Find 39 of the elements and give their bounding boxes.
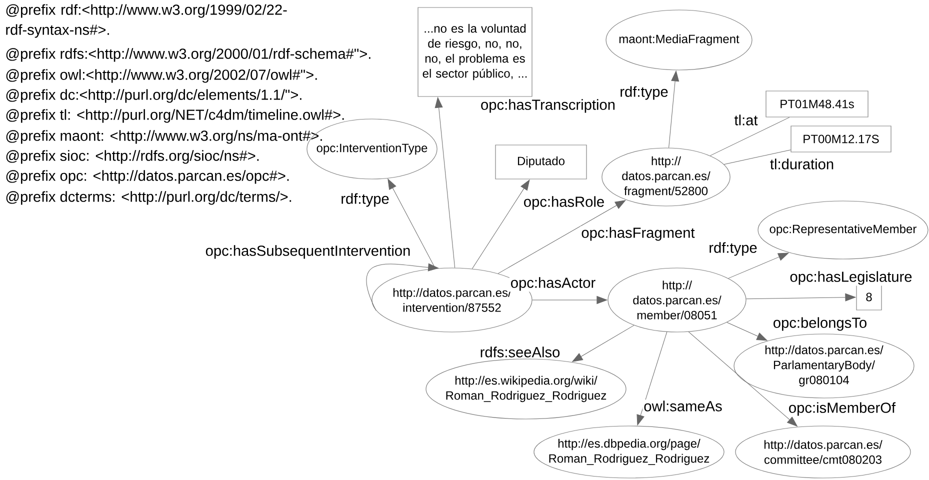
arrow bbox=[728, 252, 789, 279]
arrow bbox=[688, 332, 798, 427]
literal-box: PT00M12.17S bbox=[790, 126, 892, 152]
edge-label: opc:isMemberOf bbox=[787, 401, 897, 417]
prefix-line: @prefix owl:<http://www.w3.org/2002/07/owl#">. bbox=[6, 69, 317, 83]
prefix-line: @prefix opc: <http://datos.parcan.es/opc#>. bbox=[6, 170, 289, 184]
prefix-line: @prefix dc:<http://purl.org/dc/elements/1.1/">. bbox=[6, 89, 302, 103]
arrow bbox=[472, 180, 530, 269]
arrow bbox=[498, 200, 626, 274]
edge-label: opc:hasTranscription bbox=[480, 98, 616, 114]
prefix-line: @prefix maont: <http://www.w3.org/ns/ma-ont#>. bbox=[6, 130, 322, 144]
arrow bbox=[572, 325, 634, 362]
edge-label: opc:hasSubsequentIntervention bbox=[204, 244, 412, 260]
edge-label: tl:duration bbox=[768, 158, 836, 170]
edge-label: owl:sameAs bbox=[642, 400, 724, 412]
edge-label: rdf:type bbox=[618, 85, 670, 101]
edge-label: opc:hasLegislature bbox=[788, 270, 914, 286]
edge-label: opc:hasFragment bbox=[580, 226, 696, 242]
edge-label: rdfs:seeAlso bbox=[478, 346, 562, 358]
edge-label: opc:belongsTo bbox=[772, 316, 868, 332]
arrow bbox=[726, 322, 768, 341]
arrow bbox=[366, 263, 439, 311]
arrow bbox=[636, 332, 668, 426]
prefix-line: @prefix dcterms: <http://purl.org/dc/terms/>. bbox=[6, 191, 292, 205]
edge-label: tl:at bbox=[733, 114, 759, 126]
arrow bbox=[668, 70, 680, 148]
arrow bbox=[532, 296, 608, 304]
literal-box: ...no es la voluntad de riesgo, no, no, no, el problema es el sector público, ... bbox=[418, 7, 532, 97]
literal-box: Diputado bbox=[495, 144, 587, 180]
edge-label: rdf:type bbox=[340, 192, 390, 208]
prefix-line: @prefix sioc: <http://rdfs.org/sioc/ns#>. bbox=[6, 150, 259, 164]
arrow bbox=[434, 97, 456, 268]
literal-box: PT01M48.41s bbox=[766, 90, 868, 118]
edge-label: rdf:type bbox=[708, 241, 758, 257]
prefix-line: @prefix rdfs:<http://www.w3.org/2000/01/rdf-schema#">. bbox=[6, 48, 370, 62]
edge-label: opc:hasActor bbox=[509, 276, 597, 292]
prefix-line: @prefix rdf:<http://www.w3.org/1999/02/22-rdf-syntax-ns#>. bbox=[6, 4, 287, 38]
prefix-line: @prefix tl: <http://purl.org/NET/c4dm/timeline.owl#>. bbox=[6, 109, 344, 123]
arrow bbox=[746, 293, 856, 302]
